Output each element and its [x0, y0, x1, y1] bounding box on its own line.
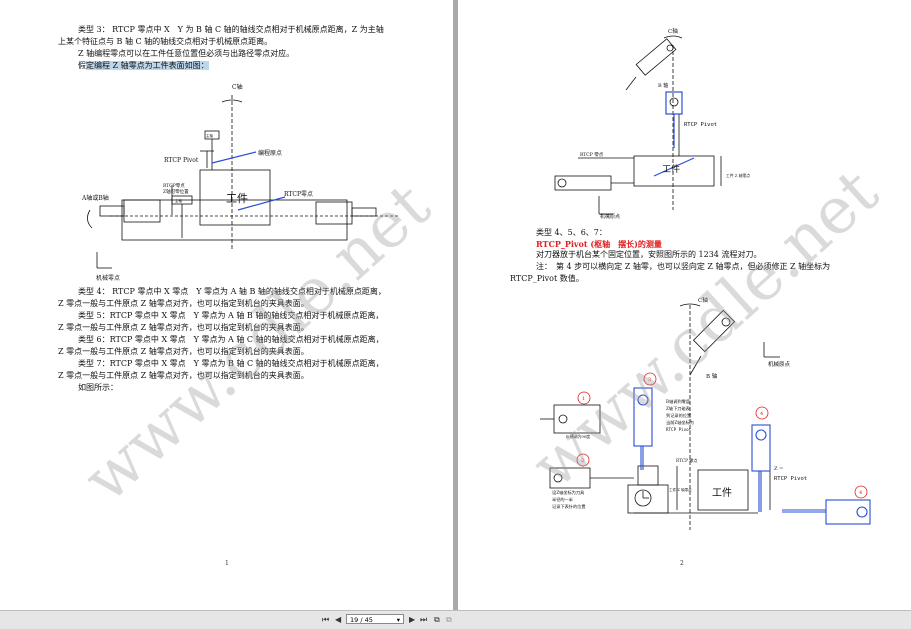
paragraph: 上某个特征点与 B 轴 C 轴的轴线交点相对于机械原点距离。 — [58, 37, 273, 46]
rtcp-pivot-label: RTCP Pivot — [164, 157, 199, 164]
next-page-button[interactable]: ▶ — [409, 615, 416, 624]
paragraph: 类型 5：RTCP 零点中 X 零点 Y 零点为 A 轴 B 轴的轴线交点相对于… — [78, 311, 384, 320]
step3-note: RTCP Pivot — [666, 427, 692, 432]
text-span: 假 — [78, 61, 86, 70]
machine-origin-label: 机械原点 — [600, 213, 620, 220]
paragraph: Z 零点一般与工件原点 Z 轴零点对齐，也可以指定到机台的夹具表面。 — [58, 371, 309, 380]
work-z-zero-label: 工件 Z 轴零点 — [726, 173, 750, 178]
machine-origin-label: 机械零点 — [96, 274, 120, 282]
step-2-marker: 2 — [581, 458, 584, 464]
c-axis-label: C轴 — [698, 296, 708, 304]
section-heading: RTCP_Pivot (枢轴 摆长)的测量 — [536, 239, 662, 249]
z-equals-label: Z = — [774, 466, 783, 472]
rtcp-pivot-label: RTCP Pivot — [684, 122, 717, 128]
paragraph: 对刀器放于机台某个固定位置，安照图所示的 1234 流程对刀。 — [536, 250, 762, 259]
step2-note: 记录下表针的位置 — [552, 503, 586, 510]
step3-note: 当前Z轴坐标为 — [666, 419, 694, 426]
page-navigation-toolbar: ⏮ ◀ 19 / 45 ▾ ▶ ⏭ ⧉ ⧉ — [0, 610, 911, 629]
rtcp-type3-diagram: C轴 编程原点 RTCP Pivot RTCP零点 Z轴可零位置 工件 RTCP… — [81, 83, 400, 282]
step-1-marker: 1 — [582, 396, 585, 402]
b-axis-label: B 轴 — [706, 372, 718, 380]
step3-note: 到记录的位置 — [666, 412, 691, 419]
rtcp-pivot-label: RTCP Pivot — [774, 476, 807, 482]
z-zero-position-label: Z轴可零位置 — [163, 188, 189, 195]
step3-note: B轴调到零度 — [666, 398, 691, 405]
rtcp-zero-label: RTCP 零点 — [676, 458, 698, 464]
ab-axis-label: A轴或B轴 — [81, 194, 109, 202]
rtcp-pivot-diagram-top: C轴 B 轴 RTCP Pivot RTCP 零点 工件 工件 Z 轴零点 机械… — [554, 27, 750, 220]
document-page-right: C轴 B 轴 RTCP Pivot RTCP 零点 工件 工件 Z 轴零点 机械… — [458, 0, 911, 610]
workpiece-label: 工件 — [662, 163, 680, 175]
last-page-button[interactable]: ⏭ — [420, 615, 428, 624]
page-view-icon[interactable]: ⧉ — [434, 615, 440, 624]
workpiece-label: 工件 — [226, 192, 248, 205]
paragraph: 类型 3： RTCP 零点中 X Y 为 B 轴 C 轴的轴线交点相对于机械原点… — [78, 25, 384, 34]
rtcp-zero-label: RTCP零点 — [163, 183, 185, 189]
document-page-left: 类型 3： RTCP 零点中 X Y 为 B 轴 C 轴的轴线交点相对于机械原点… — [0, 0, 453, 610]
step2-note: 半径的一半 — [552, 496, 573, 503]
rtcp-zero-point-label: RTCP零点 — [284, 190, 313, 198]
page-number-field[interactable]: 19 / 45 ▾ — [346, 614, 404, 624]
step-4-marker: 4 — [859, 490, 862, 496]
previous-page-button[interactable]: ◀ — [335, 615, 342, 624]
rtcp-zero-label: RTCP 零点 — [580, 152, 604, 158]
machine-origin-label: 机械原点 — [768, 360, 791, 368]
paragraph: 类型 4、5、6、7： — [536, 228, 607, 237]
paragraph: 如图所示： — [78, 383, 118, 392]
page-number: 2 — [680, 560, 684, 567]
paragraph: 类型 4： RTCP 零点中 X 零点 Y 零点为 A 轴 B 轴的轴线交点相对… — [78, 287, 386, 296]
workpiece-label: 工件 — [712, 487, 732, 499]
step-3-marker: 3 — [648, 377, 651, 383]
paragraph: RTCP_Pivot 数值。 — [510, 274, 584, 283]
paragraph: Z 轴编程零点可以在工件任意位置但必须与出路径零点对应。 — [78, 49, 295, 58]
paragraph: 假定编程 Z 轴零点为工件表面如图： — [78, 61, 209, 71]
paragraph: Z 零点一般与工件原点 Z 轴零点对齐，也可以指定到机台的夹具表面。 — [58, 323, 309, 332]
c-axis-label: C轴 — [232, 83, 243, 91]
chevron-down-icon[interactable]: ▾ — [396, 616, 400, 624]
step2-note: 设Z轴坐标为刀具 — [552, 489, 585, 496]
step3-note: Z轴下刀碰表 — [666, 405, 691, 412]
highlighted-text: 定编程 Z 轴零点为工件表面如图： — [86, 61, 209, 70]
page-view-icon[interactable]: ⧉ — [446, 615, 452, 624]
probe-label: 主轴 — [175, 198, 182, 203]
b-rotate-note: B 横调为90度 — [566, 434, 590, 439]
paragraph: Z 零点一般与工件原点 Z 轴零点对齐，也可以指定到机台的夹具表面。 — [58, 299, 309, 308]
program-origin-label: 编程原点 — [258, 149, 282, 157]
b-axis-label: B 轴 — [658, 82, 668, 89]
c-axis-label: C轴 — [668, 27, 678, 35]
paragraph: 注： 第 4 步可以横向定 Z 轴零，也可以竖向定 Z 轴零点，但必须修正 Z … — [536, 262, 831, 271]
paragraph: Z 零点一般与工件原点 Z 轴零点对齐，也可以指定到机台的夹具表面。 — [58, 347, 309, 356]
page-number: 1 — [225, 560, 229, 567]
paragraph: 类型 6：RTCP 零点中 X 零点 Y 零点为 A 轴 C 轴的轴线交点相对于… — [78, 335, 384, 344]
page-number-value: 19 / 45 — [350, 616, 373, 624]
work-z-zero-label: 工件 Z 轴零点 — [669, 487, 692, 492]
spindle-label: 主轴 — [206, 133, 213, 138]
first-page-button[interactable]: ⏮ — [322, 615, 330, 624]
paragraph: 类型 7：RTCP 零点中 X 零点 Y 零点为 B 轴 C 轴的轴线交点相对于… — [78, 359, 384, 368]
step-4-marker: 4 — [760, 411, 763, 417]
